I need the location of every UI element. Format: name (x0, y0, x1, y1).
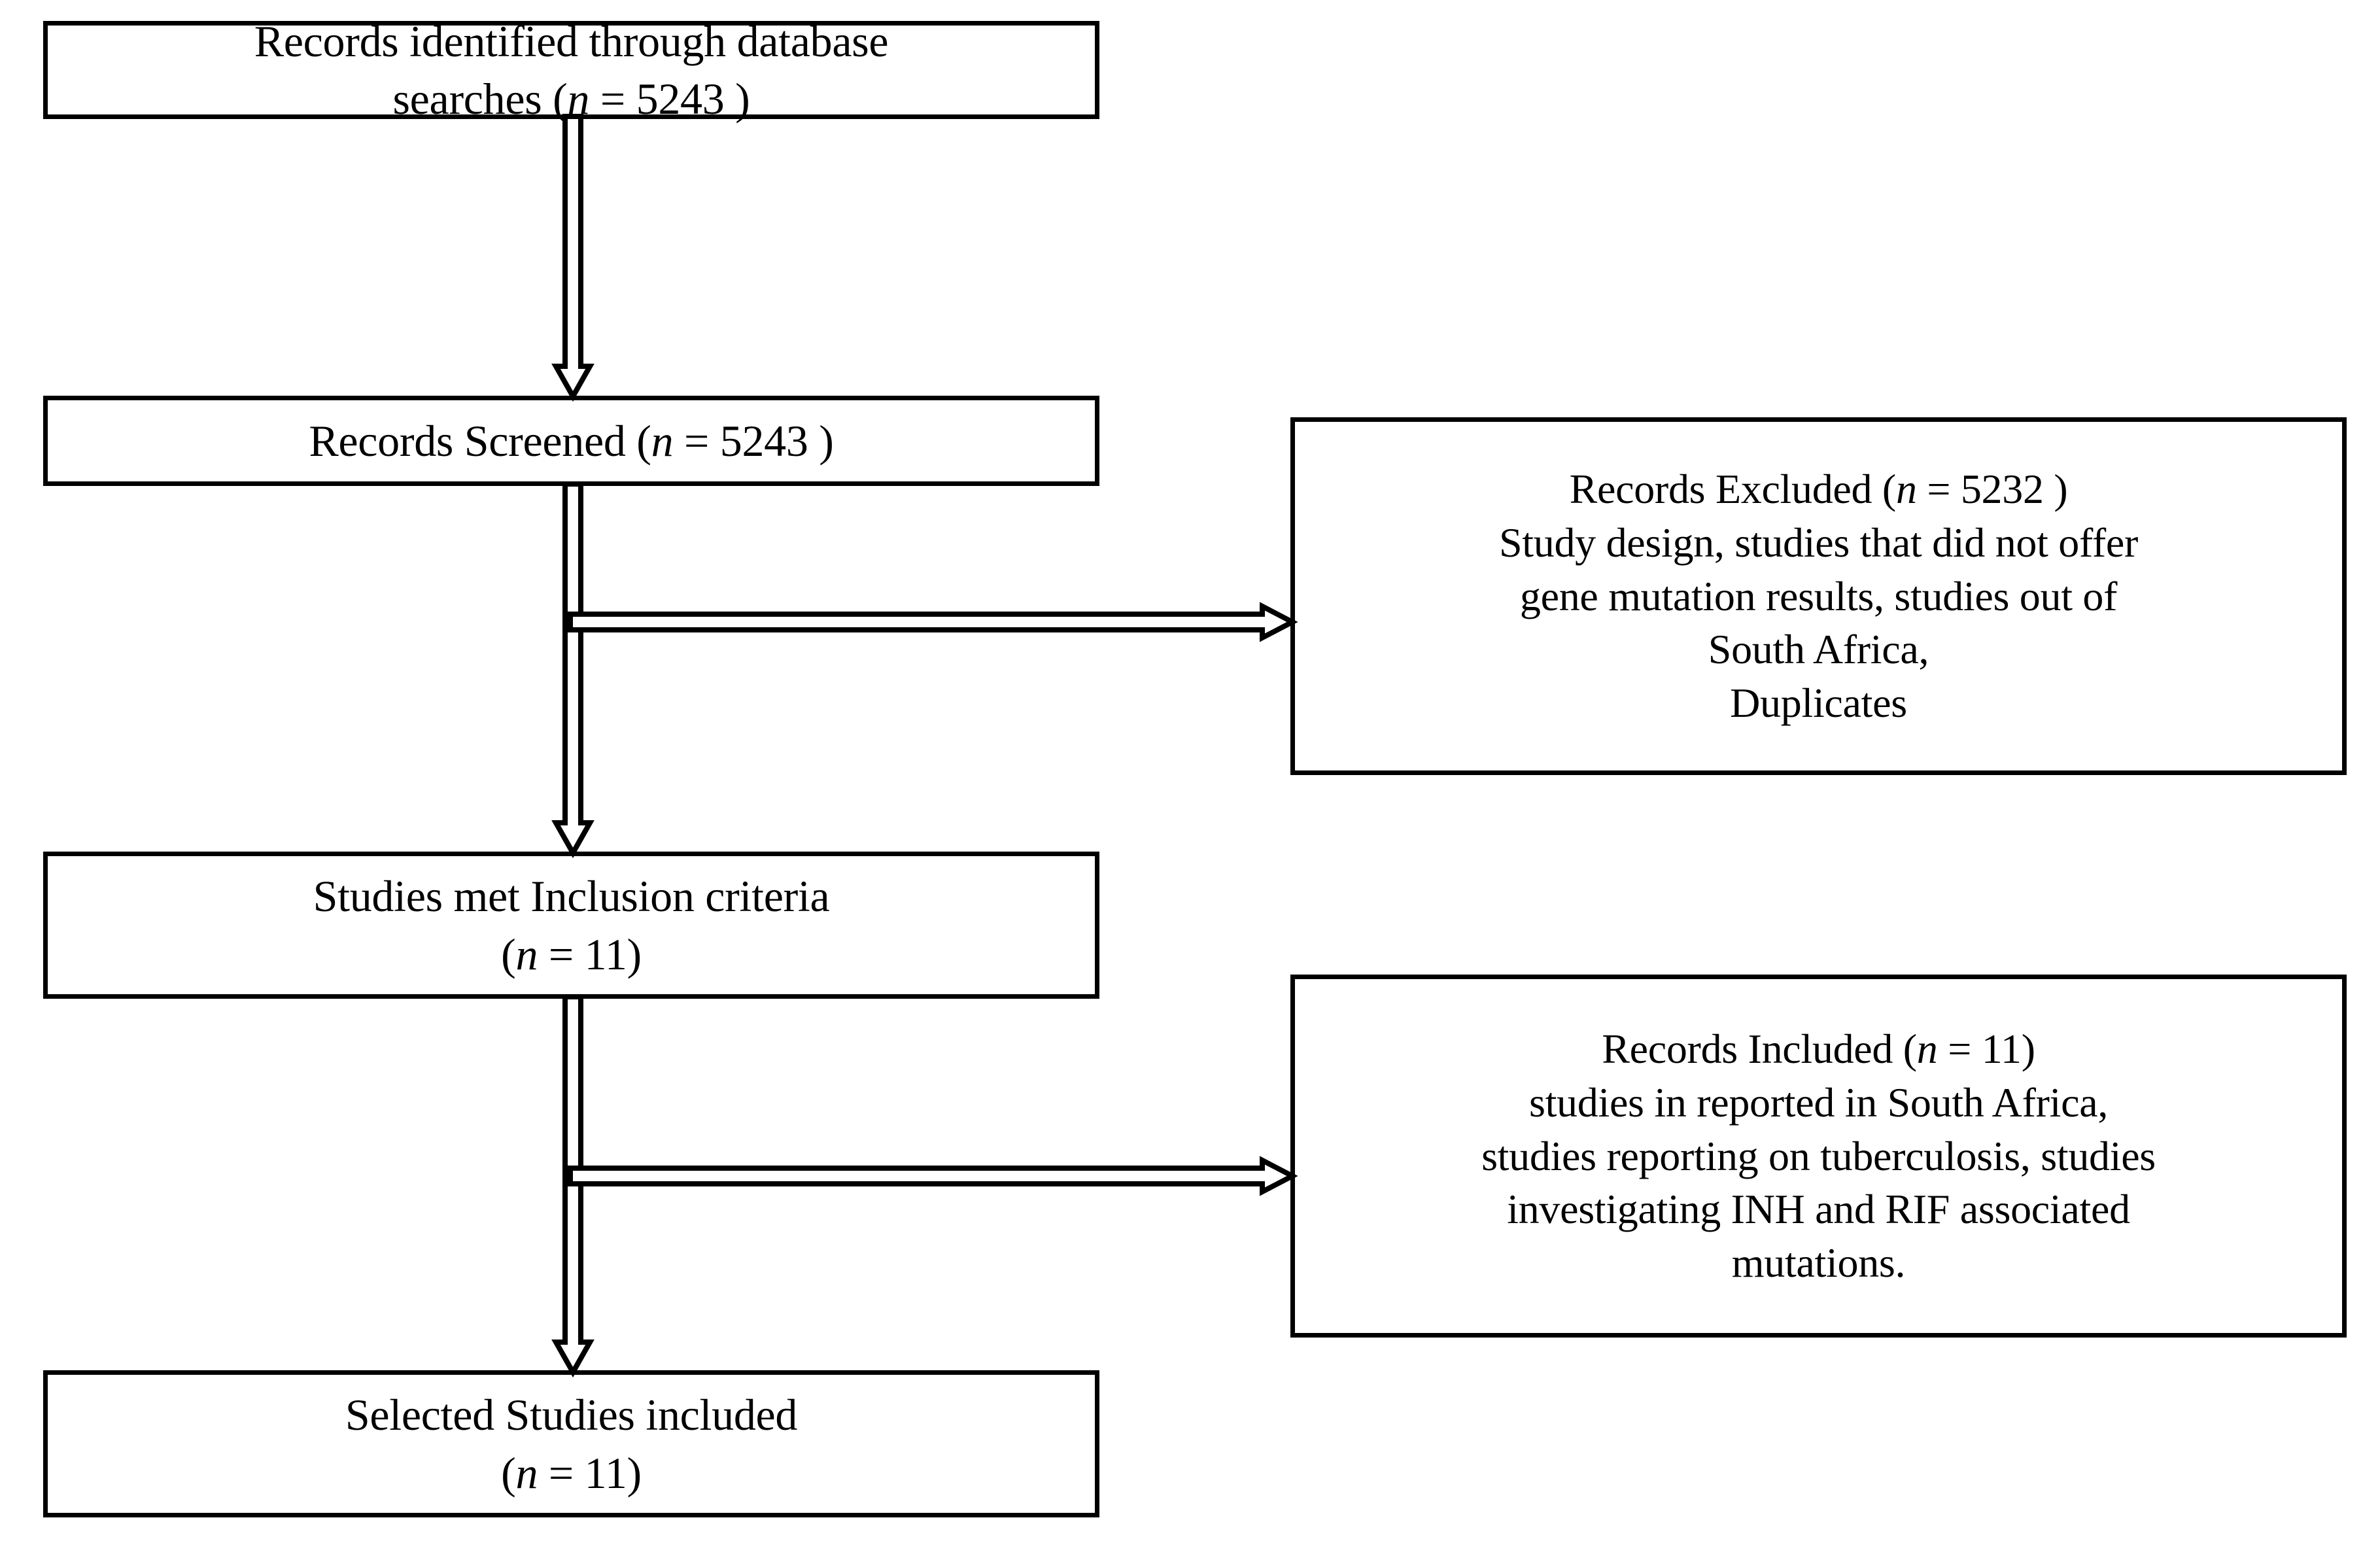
arrow-inclusion-to-selected (551, 994, 595, 1378)
node-studies-met-inclusion-criteria-label: Studies met Inclusion criteria(n = 11) (313, 871, 830, 979)
node-records-included-label: Records Included (n = 11)studies in repo… (1481, 1025, 2156, 1287)
arrow-screened-to-inclusion (551, 481, 595, 859)
arrow-identified-to-screened (551, 114, 595, 402)
node-records-excluded-label: Records Excluded (n = 5232 )Study design… (1499, 465, 2138, 727)
node-records-screened-label: Records Screened (n = 5243 ) (309, 415, 834, 466)
node-selected-studies-included-label: Selected Studies included(n = 11) (345, 1390, 798, 1498)
node-studies-met-inclusion-criteria: Studies met Inclusion criteria(n = 11) (43, 852, 1099, 999)
arrow-inclusion-to-included (568, 1156, 1298, 1196)
node-records-included: Records Included (n = 11)studies in repo… (1290, 975, 2347, 1338)
node-selected-studies-included: Selected Studies included(n = 11) (43, 1370, 1099, 1517)
node-records-screened: Records Screened (n = 5243 ) (43, 396, 1099, 486)
arrow-screened-to-excluded (568, 602, 1298, 642)
node-records-excluded: Records Excluded (n = 5232 )Study design… (1290, 417, 2347, 775)
